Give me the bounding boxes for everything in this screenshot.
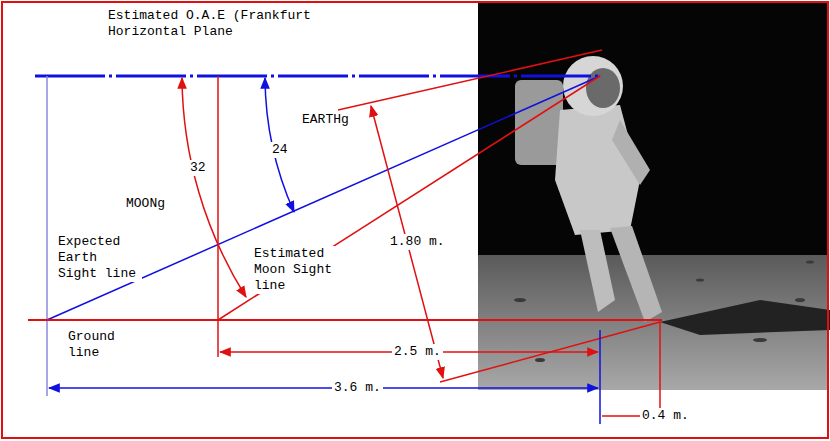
ground-line: [28, 319, 662, 321]
line-label: Estimated Moon Sight line: [252, 246, 338, 294]
visor: [586, 68, 620, 108]
backpack: [515, 80, 563, 165]
extension-line: [338, 50, 602, 110]
line-label: Ground line: [66, 329, 130, 361]
astronaut-arm: [612, 120, 650, 185]
vertical-reference: [46, 76, 48, 396]
earth-angle-arc: [265, 78, 294, 212]
astronaut-body: [555, 105, 640, 235]
astronaut-photo: [478, 3, 830, 390]
line-label: Expected Earth Sight line: [56, 234, 142, 282]
angle-value: 32: [188, 160, 208, 176]
astronaut-shadow: [660, 300, 830, 335]
moon-sight-line: [218, 76, 600, 320]
helmet: [563, 56, 623, 116]
extension-line: [599, 330, 601, 424]
plane-label: Estimated O.A.E (Frankfurt Horizontal Pl…: [106, 8, 325, 40]
dimension-label: 0.4 m.: [640, 408, 691, 424]
angle-value: 24: [270, 142, 290, 158]
dimension-label: 1.80 m.: [388, 234, 447, 250]
astronaut-leg: [580, 230, 615, 312]
dimension-label: 3.6 m.: [332, 380, 383, 396]
horizontal-plane: [35, 75, 600, 78]
moon-vertical: [217, 76, 219, 357]
angle-name: MOONg: [124, 196, 167, 212]
moon-angle-arc: [182, 78, 246, 297]
earth-sight-line: [47, 76, 600, 320]
dimension-3-6: [49, 387, 598, 389]
astronaut-leg: [610, 226, 662, 322]
dimension-label: 2.5 m.: [392, 344, 443, 360]
angle-name: EARTHg: [300, 112, 351, 128]
